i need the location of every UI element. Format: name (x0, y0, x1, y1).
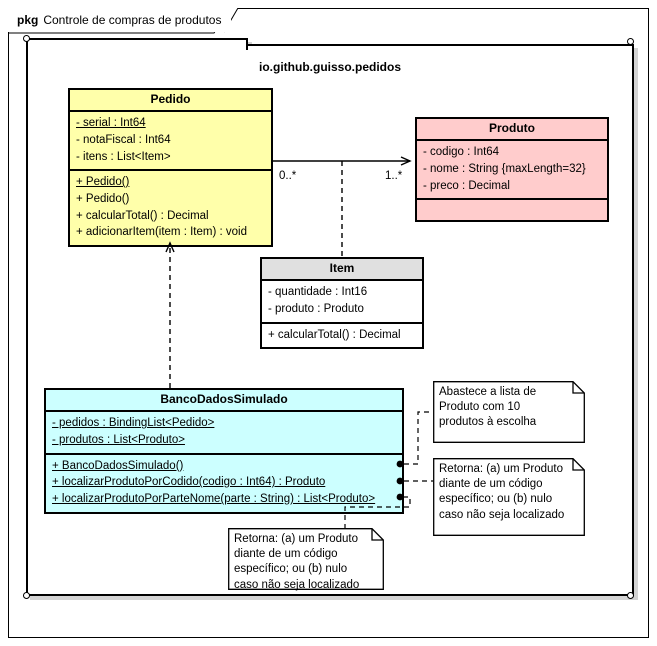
operation: + adicionarItem(item : Item) : void (76, 226, 247, 239)
attribute: - pedidos : BindingList<Pedido> (52, 417, 215, 430)
class-item-title: Item (262, 259, 422, 282)
class-produto[interactable]: Produto - codigo : Int64 - nome : String… (415, 117, 609, 223)
class-item[interactable]: Item - quantidade : Int16 - produto : Pr… (260, 257, 424, 350)
class-banco-title: BancoDadosSimulado (46, 390, 402, 413)
class-item-attributes: - quantidade : Int16 - produto : Produto (262, 281, 422, 324)
note-abastece-text: Abastece a lista de Produto com 10 produ… (439, 386, 537, 429)
attribute: - quantidade : Int16 (268, 286, 368, 299)
attribute: - nome : String {maxLength=32} (423, 162, 586, 175)
class-pedido-title: Pedido (70, 90, 271, 113)
attribute: - produtos : List<Produto> (52, 433, 185, 446)
multiplicity-source: 0..* (279, 170, 297, 182)
attribute: - itens : List<Item> (76, 150, 171, 163)
multiplicity-target: 1..* (385, 170, 403, 182)
resize-handle-bottom-left[interactable] (23, 592, 30, 599)
operation: + calcularTotal() : Decimal (76, 209, 209, 222)
resize-handle-top-right[interactable] (627, 38, 634, 45)
resize-handle-bottom-right[interactable] (627, 592, 634, 599)
note-retorna-codigo[interactable]: Retorna: (a) um Produto diante de um cód… (433, 458, 585, 536)
attribute: - produto : Produto (268, 302, 364, 315)
attribute: - preco : Decimal (423, 179, 510, 192)
attribute: - serial : Int64 (76, 117, 146, 130)
operation: + BancoDadosSimulado() (52, 459, 184, 472)
class-produto-operations (417, 200, 607, 220)
note-retorna-nome[interactable]: Retorna: (a) um Produto diante de um cód… (228, 528, 384, 591)
class-produto-attributes: - codigo : Int64 - nome : String {maxLen… (417, 141, 607, 201)
note-shape (433, 381, 585, 443)
class-pedido-attributes: - serial : Int64 - notaFiscal : Int64 - … (70, 112, 271, 172)
note-abastece[interactable]: Abastece a lista de Produto com 10 produ… (433, 381, 585, 443)
note-retorna-codigo-text: Retorna: (a) um Produto diante de um cód… (439, 463, 565, 521)
class-pedido-operations: + Pedido() + Pedido() + calcularTotal() … (70, 171, 271, 245)
class-bancodadossimulado[interactable]: BancoDadosSimulado - pedidos : BindingLi… (44, 388, 404, 514)
package-tab (26, 38, 248, 50)
class-produto-title: Produto (417, 119, 607, 142)
operation: + localizarProdutoPorCodido(codigo : Int… (52, 476, 326, 489)
note-shape (228, 528, 384, 590)
operation: + Pedido() (76, 192, 130, 205)
note-retorna-nome-text: Retorna: (a) um Produto diante de um cód… (234, 533, 360, 591)
class-banco-operations: + BancoDadosSimulado() + localizarProdut… (46, 455, 402, 512)
operation: + calcularTotal() : Decimal (268, 328, 401, 341)
package-name-label: io.github.guisso.pedidos (259, 60, 401, 74)
class-pedido[interactable]: Pedido - serial : Int64 - notaFiscal : I… (68, 88, 273, 247)
class-banco-attributes: - pedidos : BindingList<Pedido> - produt… (46, 412, 402, 455)
pkg-frame-title: Controle de compras de produtos (43, 13, 222, 27)
pkg-frame-label: pkg Controle de compras de produtos (8, 8, 232, 32)
attribute: - notaFiscal : Int64 (76, 133, 171, 146)
note-shape (433, 458, 585, 536)
class-item-operations: + calcularTotal() : Decimal (262, 324, 422, 348)
pkg-keyword: pkg (17, 13, 39, 27)
resize-handle-top-left[interactable] (23, 35, 30, 42)
operation: + Pedido() (76, 176, 130, 189)
operation: + localizarProdutoPorParteNome(parte : S… (52, 492, 376, 505)
attribute: - codigo : Int64 (423, 146, 500, 159)
